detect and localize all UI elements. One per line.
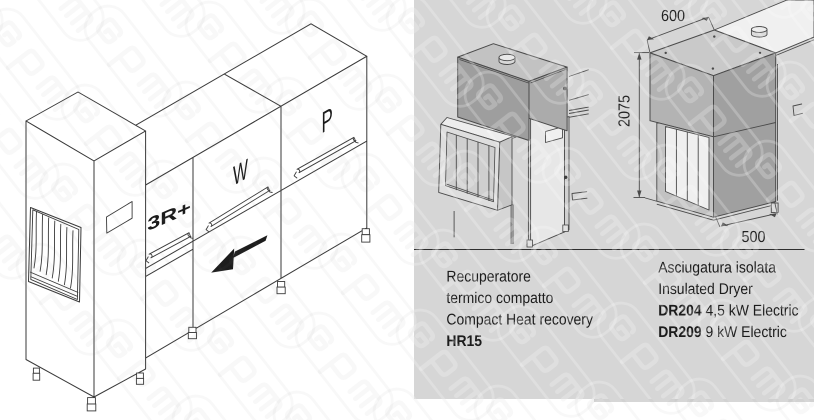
svg-text:HR15: HR15 [446,333,482,350]
svg-text:Asciugatura isolata: Asciugatura isolata [658,260,776,277]
svg-text:P: P [322,101,333,141]
